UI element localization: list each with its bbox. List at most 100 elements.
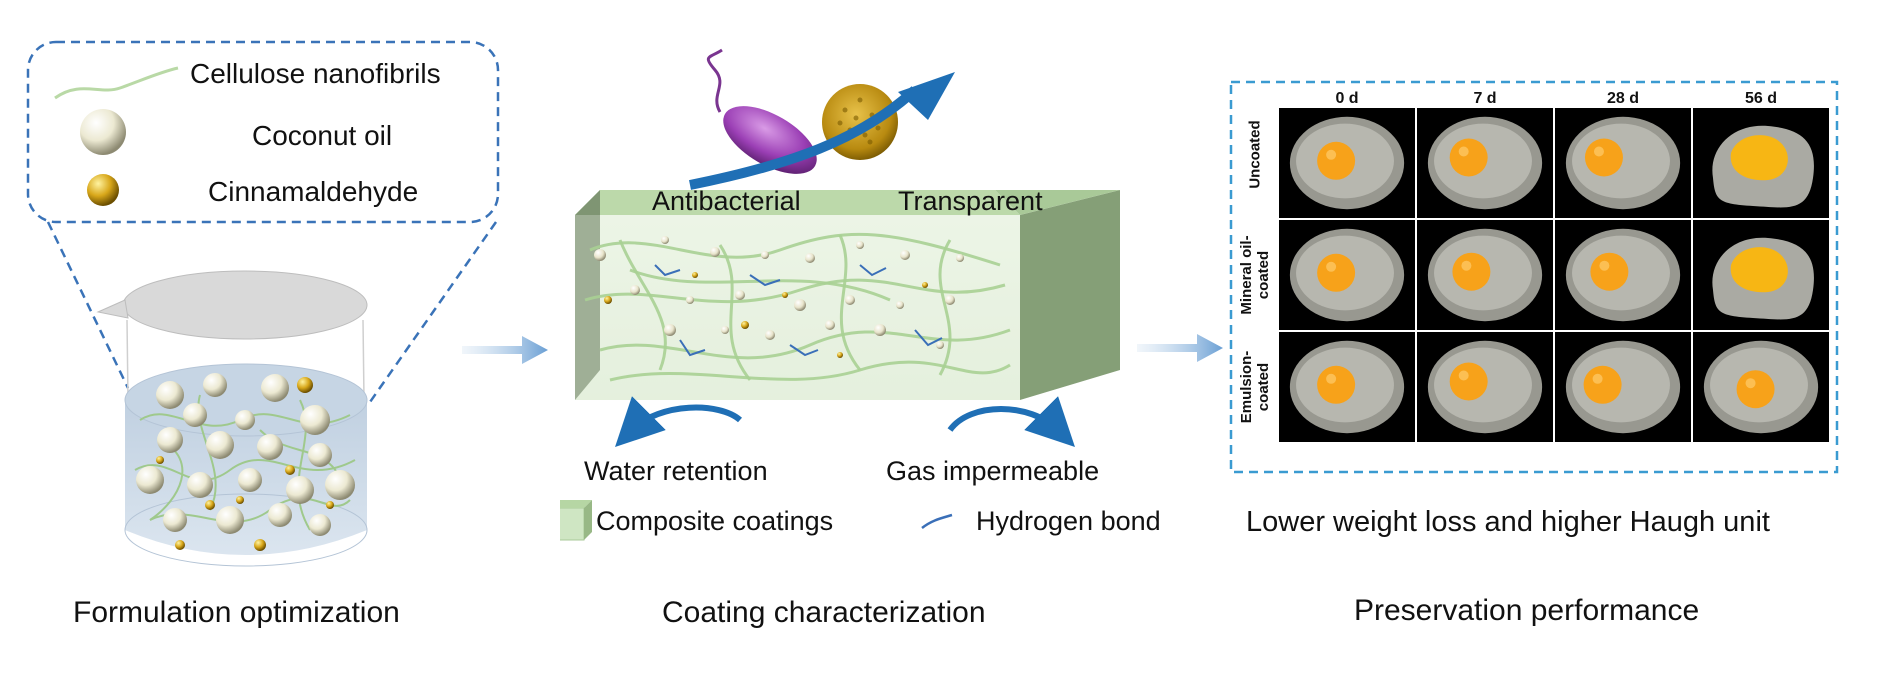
oil-droplet xyxy=(309,514,331,536)
day-header: 56 d xyxy=(1744,90,1777,107)
legend-box xyxy=(26,40,500,224)
egg-yolk xyxy=(1736,370,1775,409)
fibril-strand xyxy=(609,360,1011,382)
day-header: 0 d xyxy=(1335,90,1359,107)
hydrogen-bond-mark xyxy=(859,264,887,277)
transparent-arrow-icon xyxy=(689,72,955,190)
transparent-label: Transparent xyxy=(898,186,1043,216)
oil-droplet xyxy=(686,296,694,304)
egg-yolk xyxy=(1317,365,1356,404)
bacteria-flagellum-icon xyxy=(706,48,723,113)
oil-droplet xyxy=(238,468,262,492)
oil-droplet xyxy=(710,247,720,257)
hydrogen-bond-mark xyxy=(749,274,781,287)
fibril-strand xyxy=(718,244,752,381)
oil-droplet xyxy=(721,326,729,334)
oil-droplet xyxy=(183,403,207,427)
oil-droplet xyxy=(136,466,164,494)
oil-droplet xyxy=(825,320,835,330)
oil-droplet xyxy=(163,508,187,532)
egg-yolk-highlight xyxy=(1592,373,1603,384)
cinnamaldehyde-droplet xyxy=(922,282,928,288)
day-header: 28 d xyxy=(1606,90,1639,107)
oil-droplet xyxy=(900,250,910,260)
oil-droplet xyxy=(936,341,944,349)
oil-droplet xyxy=(257,434,283,460)
oil-droplet xyxy=(874,324,886,336)
oil-droplet xyxy=(268,503,292,527)
oil-droplet xyxy=(896,301,904,309)
coating-panel-graphic xyxy=(560,48,1120,541)
zoom-line-left xyxy=(46,221,130,389)
gas-impermeable-arrow-icon xyxy=(947,396,1075,447)
photo-grid-frame xyxy=(1229,80,1839,474)
spore-texture xyxy=(857,97,863,103)
zoom-line-right xyxy=(368,221,498,403)
oil-droplet xyxy=(856,241,864,249)
cinnamaldehyde-droplet xyxy=(205,500,215,510)
oil-droplet xyxy=(325,470,355,500)
spore-texture xyxy=(842,107,848,113)
day-header: 7 d xyxy=(1473,90,1497,107)
formulation-panel-graphic xyxy=(26,40,500,567)
egg-yolk-highlight xyxy=(1461,260,1472,271)
cinnamaldehyde-droplet xyxy=(692,272,698,278)
cinnamaldehyde-droplet xyxy=(156,456,164,464)
fibril-strand xyxy=(134,459,356,481)
oil-droplet xyxy=(261,374,289,402)
egg-yolk-highlight xyxy=(1599,260,1610,271)
legend-label-fibrils: Cellulose nanofibrils xyxy=(190,58,441,89)
egg-yolk xyxy=(1730,247,1788,293)
oil-droplet-legend-icon xyxy=(80,109,126,155)
fibril-strand xyxy=(599,328,1011,360)
oil-droplet xyxy=(945,295,955,305)
water-retention-label: Water retention xyxy=(584,456,768,486)
egg-yolk xyxy=(1317,141,1356,180)
egg-yolk xyxy=(1449,138,1488,177)
hydrogen-bond-legend-icon xyxy=(921,513,953,529)
gas-impermeable-label: Gas impermeable xyxy=(886,456,1100,486)
oil-droplet xyxy=(794,299,806,311)
egg-yolk-highlight xyxy=(1458,370,1469,381)
oil-droplet xyxy=(286,476,314,504)
oil-droplet xyxy=(203,373,227,397)
spore-texture xyxy=(853,115,859,121)
oil-droplet xyxy=(187,472,213,498)
cinnamaldehyde-droplet xyxy=(741,321,749,329)
row-label: Uncoated xyxy=(1246,120,1264,189)
oil-droplet xyxy=(956,254,964,262)
egg-yolk xyxy=(1730,135,1788,181)
cinnamaldehyde-droplet xyxy=(326,501,334,509)
oil-droplet xyxy=(664,324,676,336)
legend-label-oil: Coconut oil xyxy=(252,120,393,151)
flow-arrow-1 xyxy=(462,336,548,364)
hydrogen-bond-label: Hydrogen bond xyxy=(976,506,1161,536)
spore-texture xyxy=(875,125,881,131)
cinnamaldehyde-droplet xyxy=(285,465,295,475)
egg-yolk xyxy=(1590,252,1629,291)
oil-droplet xyxy=(216,506,244,534)
spore-texture xyxy=(867,139,873,145)
composite-coating-legend-icon xyxy=(560,500,592,541)
oil-droplet xyxy=(235,410,255,430)
fibril-strand xyxy=(584,278,1006,304)
oil-droplet xyxy=(805,253,815,263)
oil-droplet xyxy=(300,405,330,435)
fibril-strand xyxy=(589,232,1001,267)
water-retention-arrow-icon xyxy=(615,396,743,447)
egg-yolk-highlight xyxy=(1326,373,1337,384)
egg-yolk xyxy=(1584,138,1623,177)
hydrogen-bond-mark xyxy=(654,264,681,277)
cinnamaldehyde-legend-icon xyxy=(87,174,119,206)
cinnamaldehyde-droplet xyxy=(254,539,266,551)
hydrogen-bond-mark xyxy=(914,329,943,347)
oil-droplet xyxy=(765,330,775,340)
egg-yolk-highlight xyxy=(1745,378,1756,389)
fibril-strand xyxy=(938,239,952,376)
cinnamaldehyde-droplet xyxy=(175,540,185,550)
fungus-spore-icon xyxy=(822,84,898,160)
oil-droplet xyxy=(156,381,184,409)
fibril-strand xyxy=(838,234,862,371)
beaker-icon xyxy=(96,270,368,567)
caption-formulation: Formulation optimization xyxy=(73,596,400,629)
